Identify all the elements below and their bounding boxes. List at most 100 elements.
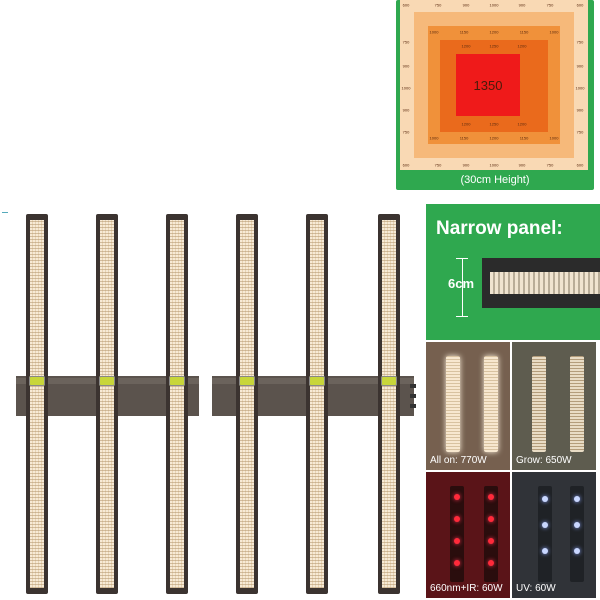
led-array [30,220,44,588]
light-tube [450,486,464,582]
led-dot [542,548,548,554]
ppfd-value: 900 [402,63,410,69]
ppfd-value: 1000 [489,162,499,168]
led-dot [488,494,494,500]
mode-tile-red-ir: 660nm+IR: 60W [426,472,510,598]
mode-tile-grow: Grow: 650W [512,342,596,470]
led-dot [454,516,460,522]
led-strip [166,214,188,594]
ppfd-value: 750 [402,129,410,135]
mode-tile-all-on: All on: 770W [426,342,510,470]
strip-clip [381,376,397,386]
led-dot [574,522,580,528]
strip-clip [29,376,45,386]
ppfd-value: 1000 [401,85,411,91]
ppfd-value: 1250 [489,121,499,127]
ppfd-center-square [456,54,520,116]
ppfd-value: 750 [576,129,584,135]
led-dot [488,560,494,566]
led-dot [488,516,494,522]
led-dot [574,548,580,554]
led-dot [454,560,460,566]
ppfd-value: 900 [462,2,470,8]
ppfd-value: 900 [576,107,584,113]
ppfd-value: 1000 [575,85,585,91]
ppfd-value: 750 [434,162,442,168]
led-strip [26,214,48,594]
mode-tile-uv: UV: 60W [512,472,596,598]
led-strip [378,214,400,594]
ppfd-center-value: 1350 [473,77,503,93]
light-tube [570,486,584,582]
mode-label: All on: 770W [430,455,487,466]
ppfd-value: 1000 [549,135,559,141]
light-tube [532,356,546,452]
ppfd-value: 900 [462,162,470,168]
led-strip [96,214,118,594]
ppfd-value: 1000 [489,2,499,8]
led-dot [574,496,580,502]
mode-label: 660nm+IR: 60W [430,583,503,594]
led-array [310,220,324,588]
led-strip [236,214,258,594]
ppfd-value: 1150 [459,29,469,35]
ppfd-value: 900 [576,63,584,69]
strip-clip [169,376,185,386]
ppfd-value: 1200 [517,43,527,49]
ppfd-value: 900 [518,2,526,8]
ppfd-value: 1000 [549,29,559,35]
ppfd-value: 600 [402,2,410,8]
panel-closeup [482,258,600,308]
led-dot [454,494,460,500]
ppfd-grid: 1350 600 750 900 1000 900 750 600 600 75… [400,0,588,170]
strip-clip [99,376,115,386]
ppfd-value: 750 [576,39,584,45]
ppfd-value: 1150 [519,29,529,35]
ppfd-map: 1350 600 750 900 1000 900 750 600 600 75… [396,0,594,190]
ppfd-value: 750 [546,2,554,8]
led-array [240,220,254,588]
led-dot [542,522,548,528]
light-tube [484,486,498,582]
light-tube [446,356,460,452]
dimension-line [462,258,463,316]
led-array [382,220,396,588]
ppfd-value: 750 [546,162,554,168]
ppfd-value: 900 [518,162,526,168]
ppfd-value: 1200 [489,29,499,35]
ppfd-caption: (30cm Height) [460,174,530,186]
led-dot [488,538,494,544]
ppfd-value: 1200 [461,121,471,127]
strip-clip [239,376,255,386]
ppfd-value: 1000 [429,29,439,35]
ppfd-value: 1150 [519,135,529,141]
ppfd-value: 1200 [517,121,527,127]
narrow-panel-title: Narrow panel: [436,218,563,239]
ppfd-value: 1000 [429,135,439,141]
connector [410,394,416,398]
led-dot [542,496,548,502]
ppfd-value: 600 [576,162,584,168]
led-array [170,220,184,588]
light-tube [484,356,498,452]
led-array [100,220,114,588]
ppfd-value: 600 [402,162,410,168]
led-dot [454,538,460,544]
panel-leds [490,272,600,294]
dimension-tick [456,316,468,317]
light-tube [570,356,584,452]
strip-clip [309,376,325,386]
connector [410,404,416,408]
ppfd-value: 1200 [461,43,471,49]
connector [410,384,416,388]
ppfd-value: 1200 [489,135,499,141]
ppfd-value: 1150 [459,135,469,141]
ppfd-value: 1250 [489,43,499,49]
led-strip [306,214,328,594]
ppfd-value: 750 [434,2,442,8]
panel-width-label: 6cm [448,276,475,291]
ppfd-value: 750 [402,39,410,45]
mode-label: UV: 60W [516,583,556,594]
mode-label: Grow: 650W [516,455,572,466]
light-tube [538,486,552,582]
